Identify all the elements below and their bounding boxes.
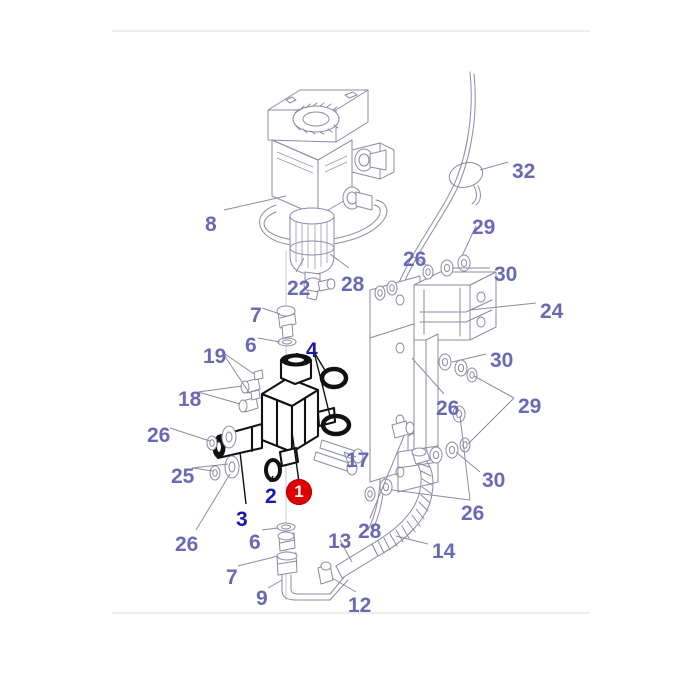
- callout-25-c25[interactable]: 25: [171, 465, 195, 488]
- callout-28-c28a[interactable]: 28: [341, 273, 365, 296]
- callout-32-c32[interactable]: 32: [512, 160, 536, 183]
- control-valve-body: [212, 352, 337, 468]
- callout-12-c12[interactable]: 12: [348, 594, 372, 617]
- callout-26-c26b[interactable]: 26: [436, 397, 460, 420]
- callout-26-c26a[interactable]: 26: [403, 248, 427, 271]
- fuel-filter-head-assembly: [259, 89, 395, 301]
- callout-30-c30c[interactable]: 30: [482, 469, 506, 492]
- callout-30-c30b[interactable]: 30: [490, 349, 514, 372]
- callout-26-c26c[interactable]: 26: [147, 424, 171, 447]
- highlight-badge-1[interactable]: 1: [286, 479, 312, 505]
- callout-17-c17[interactable]: 17: [346, 449, 370, 472]
- leader-lines: [169, 161, 537, 593]
- callout-13-c13[interactable]: 13: [328, 530, 352, 553]
- callout-6-c6b[interactable]: 6: [249, 531, 261, 554]
- lower-fitting-stack: [276, 522, 349, 601]
- callout-7-c7a[interactable]: 7: [250, 304, 262, 327]
- callout-30-c30a[interactable]: 30: [494, 263, 518, 286]
- callout-9-c9[interactable]: 9: [256, 587, 268, 610]
- callout-4-c4[interactable]: 4: [306, 339, 318, 362]
- callout-6-c6a[interactable]: 6: [245, 334, 257, 357]
- callout-26-c26d[interactable]: 26: [461, 502, 485, 525]
- valve-fasteners: [206, 369, 364, 481]
- callout-24-c24[interactable]: 24: [540, 300, 564, 323]
- callout-29-c29b[interactable]: 29: [518, 395, 542, 418]
- o-ring-set: [319, 366, 352, 437]
- callout-2-c2[interactable]: 2: [265, 485, 277, 508]
- callout-19-c19[interactable]: 19: [203, 345, 227, 368]
- callout-26-c26e[interactable]: 26: [175, 533, 199, 556]
- seal-ring-2: [264, 458, 282, 482]
- bracket-fasteners: [364, 254, 478, 502]
- callout-7-c7b[interactable]: 7: [226, 566, 238, 589]
- callout-14-c14[interactable]: 14: [432, 540, 456, 563]
- corrugated-hose-assembly: [317, 447, 434, 585]
- upper-fitting-stack: [276, 305, 297, 347]
- callout-28-c28b[interactable]: 28: [358, 520, 382, 543]
- callout-18-c18[interactable]: 18: [178, 388, 202, 411]
- callout-29-c29a[interactable]: 29: [472, 216, 496, 239]
- callout-3-c3[interactable]: 3: [236, 508, 248, 531]
- callout-22-c22[interactable]: 22: [287, 277, 311, 300]
- frame-rules: [112, 30, 590, 614]
- callout-8-c8[interactable]: 8: [205, 213, 217, 236]
